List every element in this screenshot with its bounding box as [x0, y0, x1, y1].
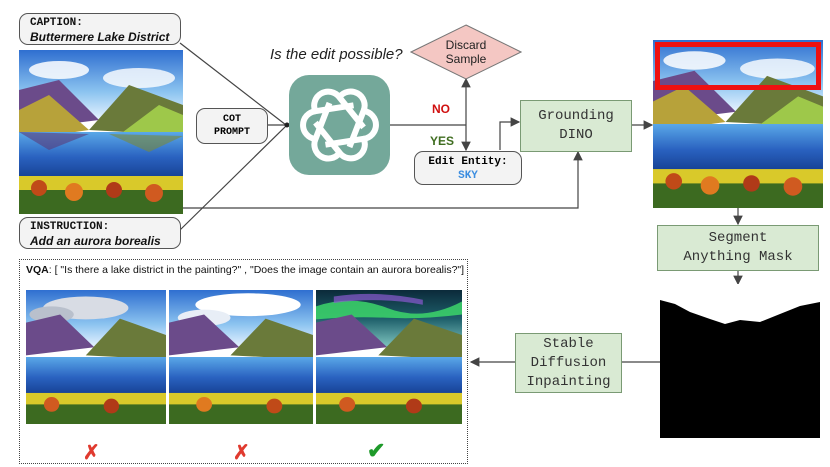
- caption-label: CAPTION:: [30, 17, 83, 29]
- segment-line1: Segment: [708, 230, 768, 246]
- discard-sample-diamond: Discard Sample: [410, 24, 522, 80]
- result-mark-3: ✔: [367, 438, 386, 463]
- yes-label: YES: [430, 134, 455, 148]
- vqa-questions: : [ "Is there a lake district in the pai…: [48, 264, 465, 276]
- sky-bounding-box: [655, 42, 821, 90]
- instruction-label: INSTRUCTION:: [30, 221, 110, 233]
- inpainting-line1: Stable: [543, 335, 594, 352]
- instruction-box: INSTRUCTION: Add an aurora borealis: [19, 217, 181, 249]
- discard-line1: Discard: [445, 38, 487, 52]
- source-painting: [19, 50, 183, 214]
- result-mark-2: ✗: [233, 442, 250, 464]
- caption-text: Buttermere Lake District: [30, 30, 170, 44]
- grounding-line2: DINO: [559, 127, 593, 143]
- edit-entity-value: SKY: [458, 170, 478, 182]
- edit-entity-label: Edit Entity:: [428, 156, 508, 168]
- discard-line2: Sample: [445, 52, 487, 66]
- cot-prompt-line2: PROMPT: [213, 127, 250, 138]
- vqa-label: VQA: [26, 264, 49, 276]
- cot-prompt-box: COT PROMPT: [196, 108, 268, 144]
- edit-entity-box: Edit Entity: SKY: [414, 151, 522, 185]
- cot-prompt-line1: COT: [222, 114, 241, 125]
- sky-mask-image: [660, 284, 820, 438]
- segment-anything-box: Segment Anything Mask: [657, 225, 819, 271]
- result-painting-1: [26, 290, 166, 424]
- inpainting-line2: Diffusion: [530, 354, 607, 371]
- grounded-painting: [653, 40, 823, 208]
- vqa-results-panel: VQA: [ "Is there a lake district in the …: [19, 259, 468, 464]
- grounding-dino-box: Grounding DINO: [520, 100, 632, 152]
- grounding-line1: Grounding: [538, 108, 614, 124]
- result-mark-1: ✗: [83, 442, 100, 464]
- caption-box: CAPTION: Buttermere Lake District: [19, 13, 181, 45]
- inpainting-box: Stable Diffusion Inpainting: [515, 333, 622, 393]
- no-label: NO: [432, 102, 450, 116]
- question-text: Is the edit possible?: [270, 46, 403, 63]
- instruction-text: Add an aurora borealis: [30, 234, 161, 248]
- result-painting-2: [169, 290, 313, 424]
- result-painting-3: [316, 290, 462, 424]
- inpainting-line3: Inpainting: [526, 373, 611, 390]
- segment-line2: Anything Mask: [683, 249, 793, 265]
- openai-logo-icon: [289, 75, 390, 175]
